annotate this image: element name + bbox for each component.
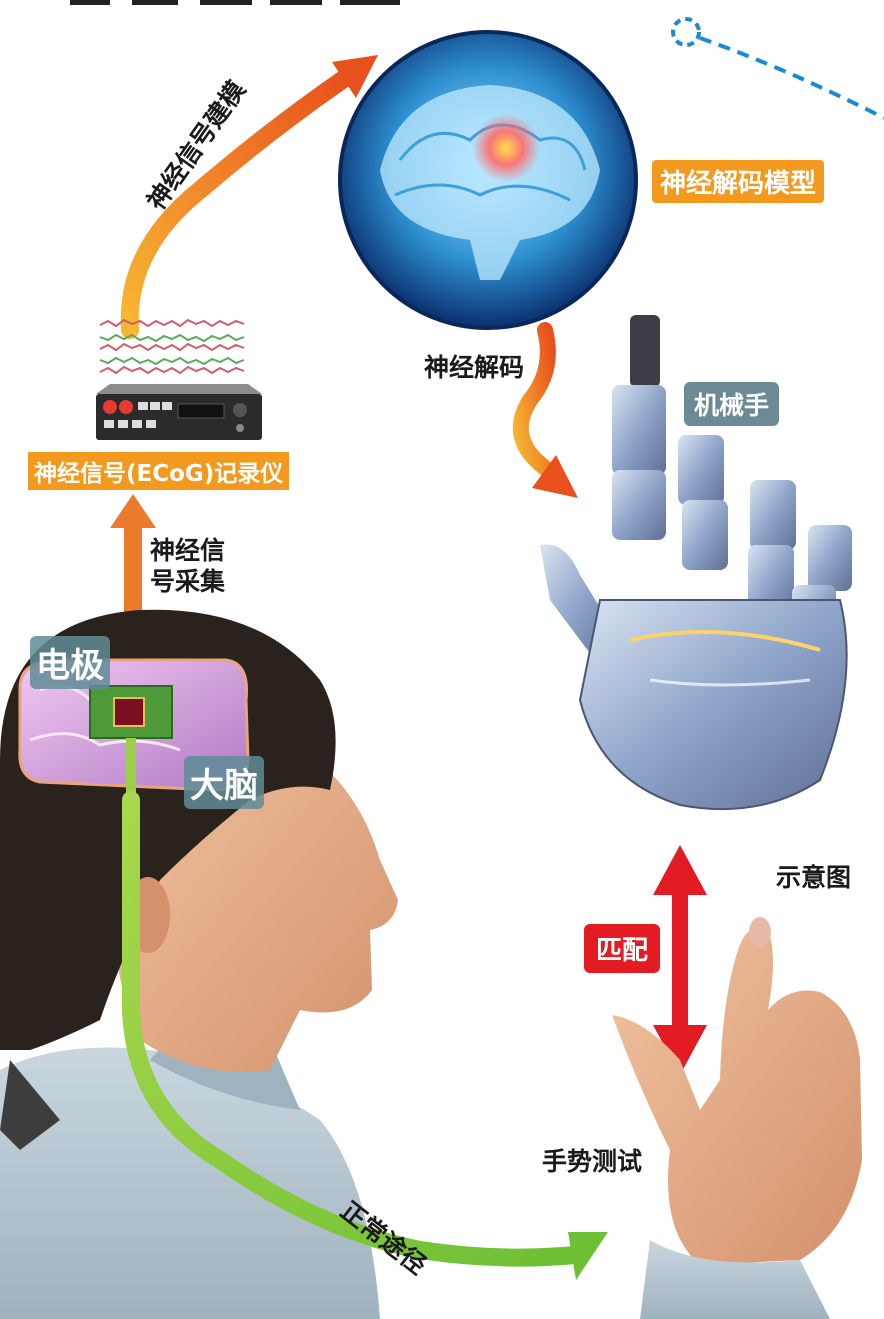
cropped-title-strokes (70, 0, 400, 5)
label-schematic: 示意图 (776, 858, 851, 894)
label-neural-decoding: 神经解码 (424, 348, 524, 384)
label-signal-collection-line2: 号采集 (150, 562, 225, 598)
ecog-recorder-device (96, 384, 262, 440)
label-electrode: 电极 (30, 636, 110, 689)
label-gesture-test: 手势测试 (542, 1142, 642, 1178)
match-arrow (653, 845, 707, 1075)
label-ecog-recorder: 神经信号(ECoG)记录仪 (28, 452, 289, 490)
label-robot-hand: 机械手 (684, 382, 779, 426)
brain-sphere (340, 32, 636, 328)
human-hand (612, 917, 862, 1319)
label-match: 匹配 (584, 924, 660, 973)
label-brain: 大脑 (184, 756, 264, 809)
decoding-arrow (521, 330, 578, 498)
blue-dashed-loop (673, 19, 884, 118)
label-neural-decoding-model: 神经解码模型 (652, 160, 824, 203)
